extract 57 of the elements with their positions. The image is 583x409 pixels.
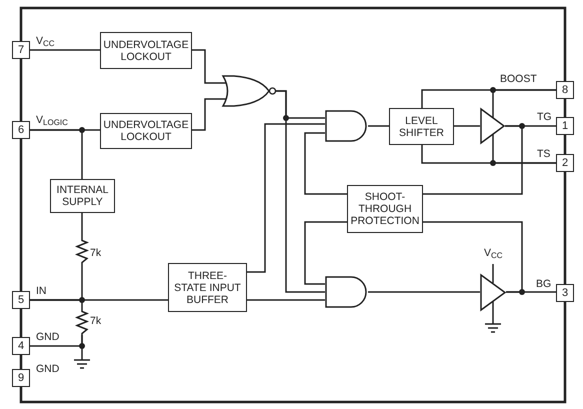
pin-terminal: 5 <box>12 291 30 309</box>
wire <box>247 299 325 301</box>
ground-symbol <box>74 356 90 369</box>
nor-gate <box>222 75 276 107</box>
wire <box>492 89 556 118</box>
resistor-value: 7k <box>90 247 102 259</box>
pin-label: V$_{LOGIC}$ <box>36 114 68 129</box>
pin-label: IN <box>36 285 46 297</box>
pin-label: GND <box>36 331 60 343</box>
driver-triangle <box>480 274 506 311</box>
wire <box>492 264 494 283</box>
pin-label: BOOST <box>500 73 537 85</box>
wire <box>247 123 325 273</box>
pin-label: TS <box>537 148 550 160</box>
function-block: UNDERVOLTAGE LOCKOUT <box>100 32 192 69</box>
wire <box>423 125 523 195</box>
wire <box>30 129 83 179</box>
resistor-symbol <box>76 238 88 265</box>
and-gate <box>325 110 368 142</box>
and-gate <box>325 276 368 308</box>
pin-terminal: 9 <box>12 369 30 387</box>
wire <box>81 213 83 238</box>
pin-terminal: 2 <box>556 154 574 172</box>
ground-symbol <box>485 320 501 333</box>
pin-label: V$_{CC}$ <box>36 35 55 50</box>
pin-terminal: 8 <box>556 81 574 99</box>
pin-label: BG <box>536 278 552 290</box>
wire <box>368 125 389 127</box>
wire <box>304 221 347 285</box>
resistor-symbol <box>76 310 88 335</box>
pin-terminal: 1 <box>556 117 574 135</box>
wire <box>454 125 480 127</box>
wire <box>192 49 228 84</box>
driver-triangle <box>480 108 505 144</box>
wire <box>423 221 523 293</box>
pin-terminal: 6 <box>12 121 30 139</box>
pin-terminal: 7 <box>12 41 30 59</box>
pin-terminal: 4 <box>12 337 30 355</box>
wire <box>492 301 494 320</box>
wire <box>304 132 347 195</box>
pin-terminal: 3 <box>556 284 574 302</box>
wire <box>368 291 480 293</box>
pin-label: TG <box>537 111 552 123</box>
resistor-value: 7k <box>90 315 102 327</box>
supply-label: V$_{CC}$ <box>484 247 506 264</box>
function-block: THREE-STATE INPUT BUFFER <box>168 263 247 312</box>
function-block: INTERNAL SUPPLY <box>50 179 115 213</box>
function-block: UNDERVOLTAGE LOCKOUT <box>100 113 192 149</box>
wire <box>81 335 83 356</box>
wire <box>492 134 556 164</box>
function-block: LEVEL SHIFTER <box>389 108 454 145</box>
wire <box>192 98 228 131</box>
pin-label: GND <box>36 363 60 375</box>
wire <box>30 299 168 301</box>
wire <box>276 90 325 293</box>
wire <box>30 49 100 51</box>
function-block: SHOOT-THROUGH PROTECTION <box>347 185 423 233</box>
